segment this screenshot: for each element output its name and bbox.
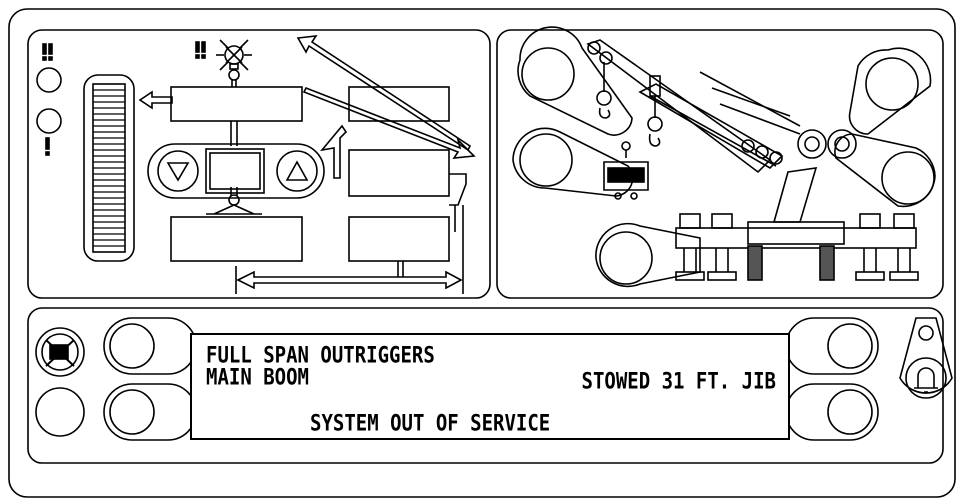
rotate-center-inner: [209, 152, 261, 190]
right-lower-button[interactable]: [827, 389, 873, 435]
button-mid-left[interactable]: [519, 133, 573, 187]
pulley-right: [827, 129, 857, 159]
message-display: FULL SPAN OUTRIGGERS MAIN BOOM STOWED 31…: [190, 333, 790, 440]
outer-frame: [8, 8, 956, 498]
left-upper-button-housing: [103, 317, 197, 375]
left-lower-button-housing: [103, 383, 197, 441]
warning-lamp-upper: [36, 67, 62, 93]
lobe-bottom-left: [595, 222, 701, 288]
display-line-2-right: STOWED 31 FT. JIB: [581, 369, 776, 395]
display-panel: [27, 307, 944, 464]
triangle-down-icon: [166, 162, 190, 182]
alarm-button-housing: [899, 317, 953, 394]
double-exclamation-icon-top: [195, 41, 206, 59]
connector-right: [449, 173, 467, 206]
tire-left: [747, 245, 763, 281]
outrigger-box-left-front: [170, 86, 303, 122]
beacon-light-icon: [216, 39, 252, 81]
diagonal-arrow-lower: [302, 86, 476, 159]
single-exclamation-icon: [45, 137, 50, 156]
carrier-frame: [675, 227, 917, 249]
lobe-mid-right: [834, 133, 936, 208]
bell-icon: [914, 367, 938, 393]
outrigger-panel: [27, 29, 491, 299]
display-line-3: SYSTEM OUT OF SERVICE: [310, 411, 551, 437]
span-arrow: [236, 270, 463, 290]
diagonal-arrow-upper: [296, 35, 472, 152]
left-upper-button[interactable]: [109, 323, 155, 369]
rotate-center-box: [205, 148, 265, 194]
hook-icon-right: [648, 133, 661, 147]
crane-diagram-panel: [496, 29, 944, 299]
left-lower-button[interactable]: [109, 389, 155, 435]
outrigger-box-right-mid: [348, 149, 450, 197]
left-extra-button[interactable]: [35, 387, 85, 437]
triangle-up-icon: [285, 160, 309, 181]
outrigger-box-left-rear: [170, 216, 303, 262]
mute-button[interactable]: [35, 327, 85, 377]
double-exclamation-icon: [42, 43, 53, 61]
horn-mute-icon: [45, 339, 75, 367]
lobe-top-right: [848, 47, 932, 135]
bar-graph-segments: [93, 89, 125, 247]
right-lower-button-housing: [785, 383, 879, 441]
load-bar-graph: [83, 74, 135, 262]
button-mid-right[interactable]: [881, 151, 935, 205]
lobe-top-left: [517, 26, 633, 136]
alarm-button[interactable]: [905, 357, 947, 399]
warning-lamp-lower: [36, 108, 62, 134]
left-arrow-icon: [138, 90, 173, 110]
personnel-basket-icon: [603, 141, 649, 200]
pulley-left: [797, 129, 827, 159]
button-bottom-left[interactable]: [599, 231, 653, 285]
display-line-2: MAIN BOOM: [206, 365, 309, 391]
rotate-up-button[interactable]: [276, 150, 318, 192]
rotate-down-button[interactable]: [157, 150, 199, 192]
up-arrow-shape: [320, 124, 348, 179]
counterweight-base: [206, 204, 262, 215]
right-upper-button[interactable]: [827, 323, 873, 369]
tire-right: [819, 245, 835, 281]
display-line-1: FULL SPAN OUTRIGGERS: [206, 343, 435, 369]
button-top-left[interactable]: [521, 47, 575, 101]
outrigger-box-right-rear: [348, 216, 450, 262]
hook-icon-left: [598, 107, 611, 119]
crane-mast: [772, 167, 818, 223]
rotate-control: [147, 143, 325, 199]
right-upper-button-housing: [785, 317, 879, 375]
carrier-deck: [747, 221, 845, 245]
button-top-right[interactable]: [865, 57, 919, 111]
